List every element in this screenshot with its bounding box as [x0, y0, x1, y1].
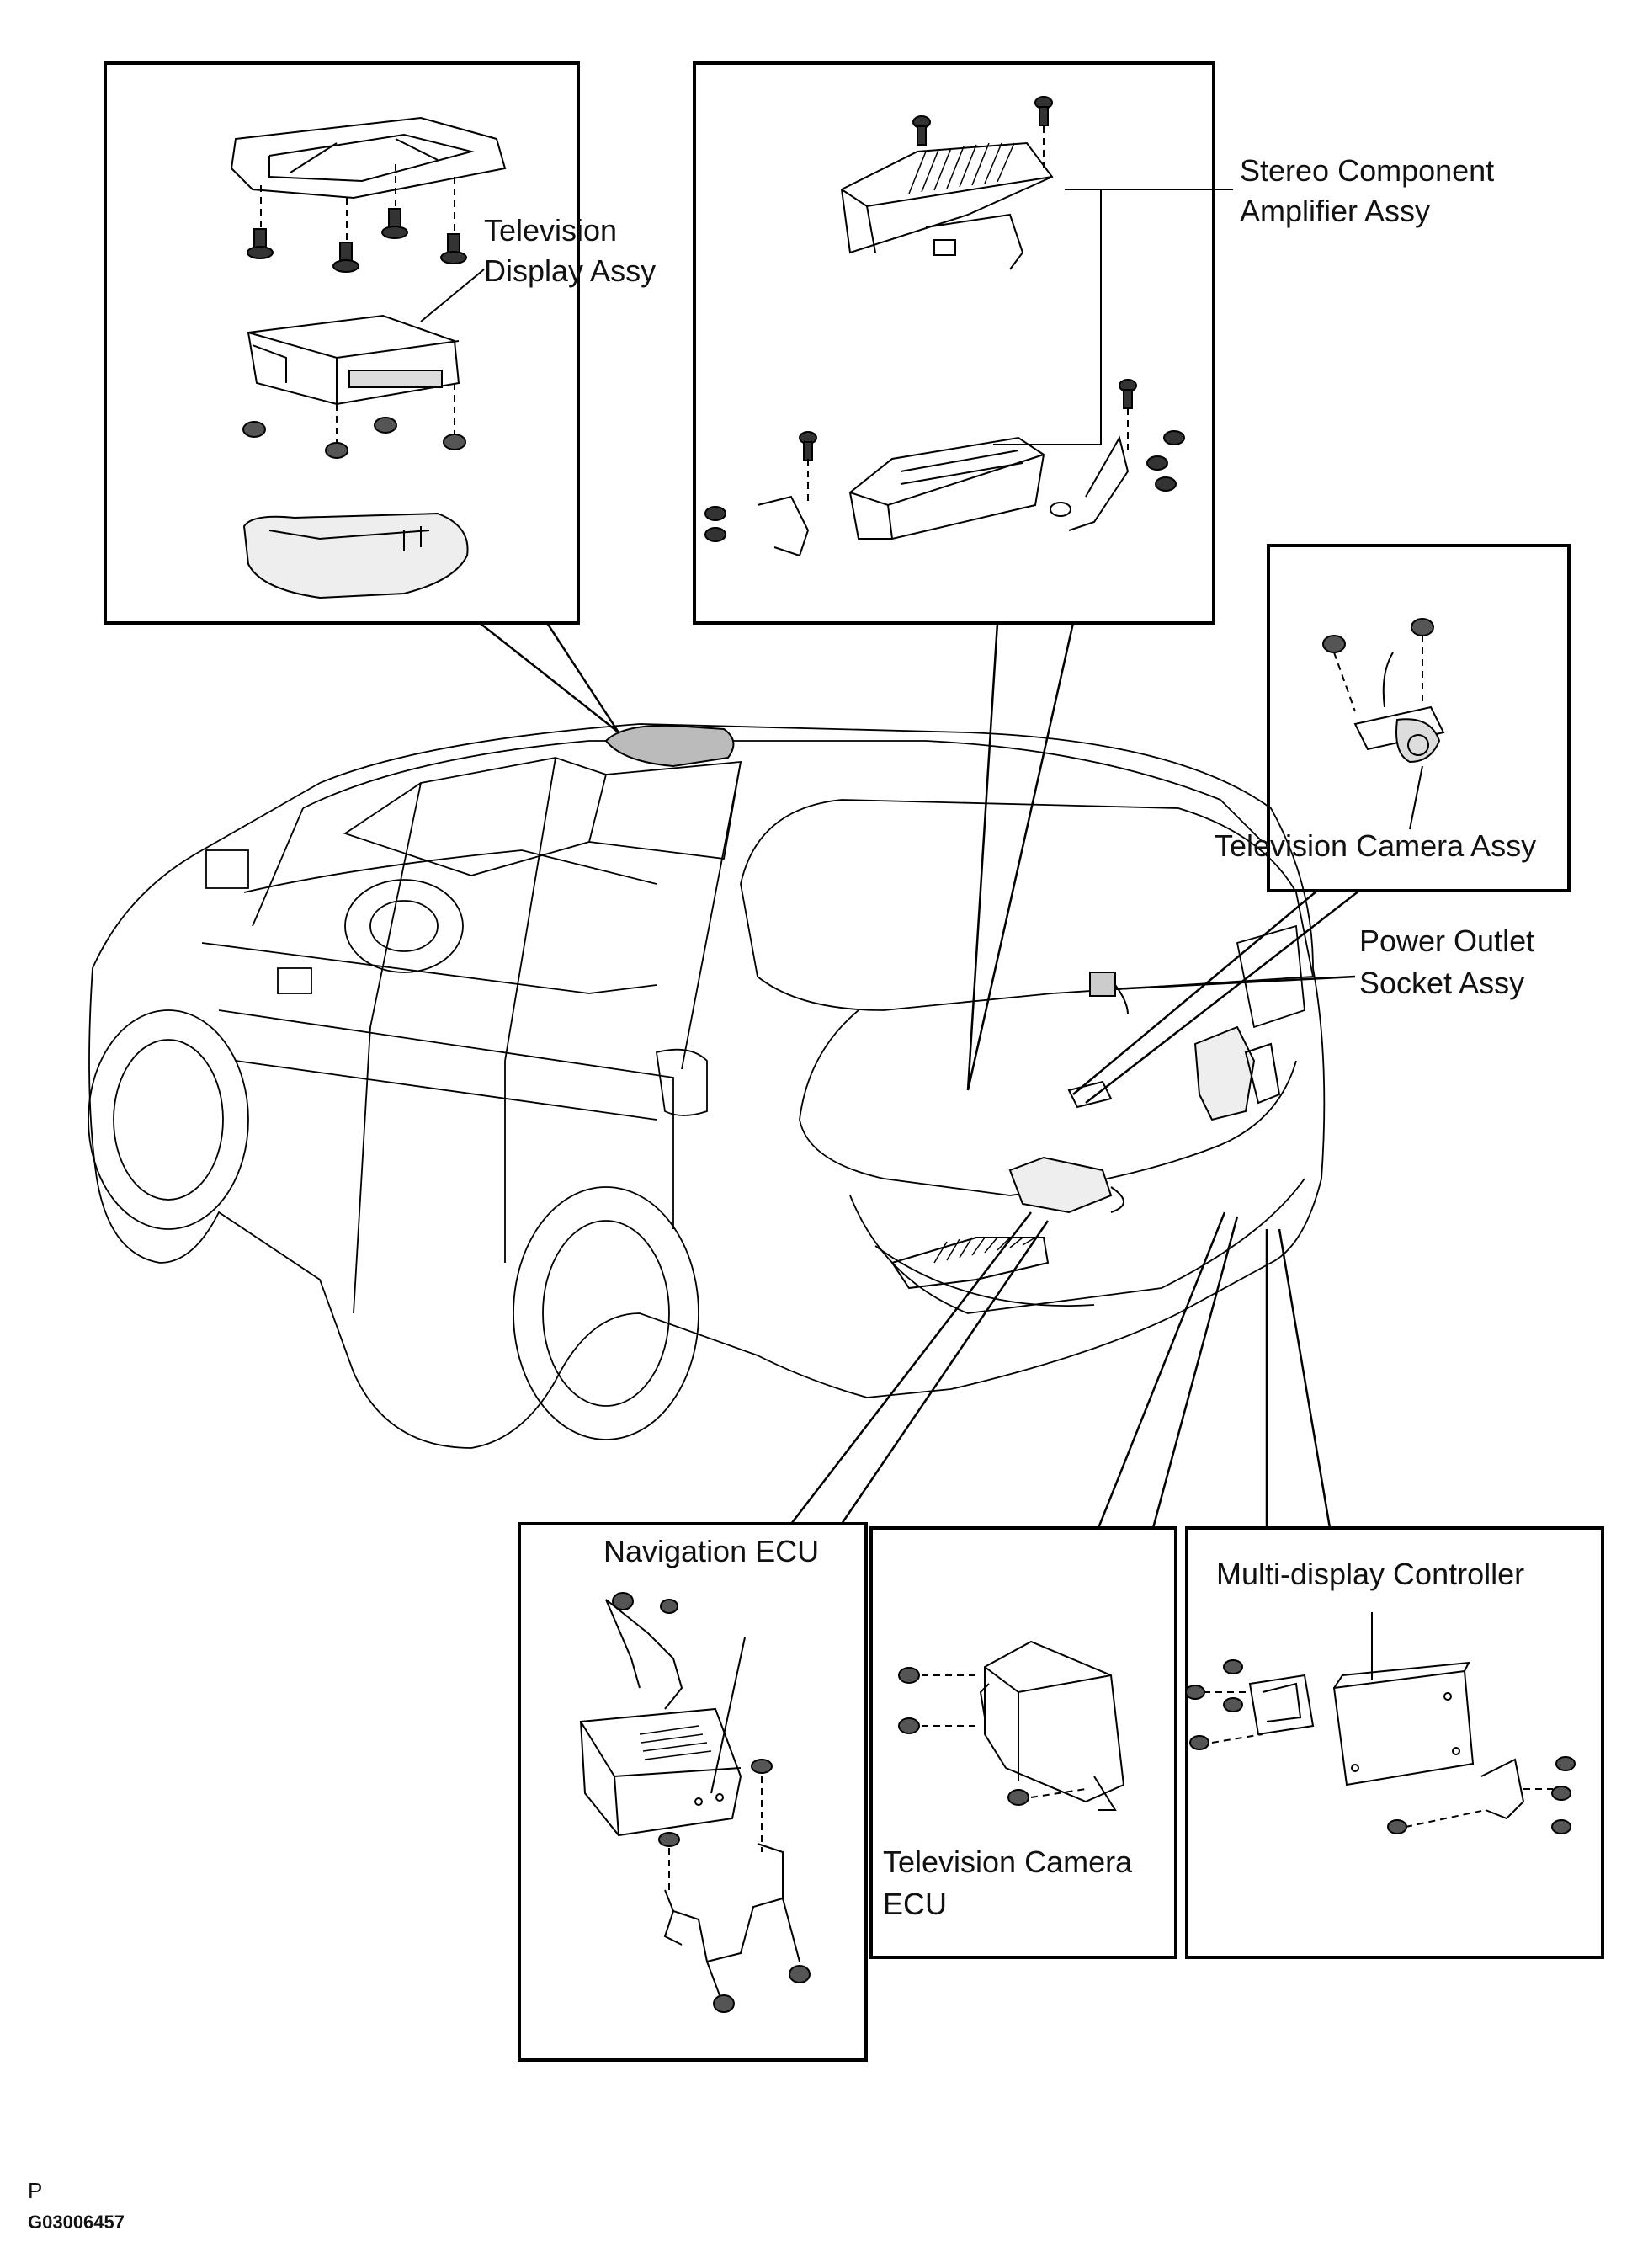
label-stereo-line2: Amplifier Assy — [1240, 194, 1431, 228]
television-display-parts — [230, 116, 507, 599]
stereo-amplifier-parts — [704, 96, 1185, 557]
vehicle-ecu-group — [1193, 1025, 1281, 1121]
leader-lines — [420, 189, 1423, 1794]
panel-television-display — [104, 61, 580, 625]
panel-multi-display-controller — [1185, 1526, 1604, 1959]
footer-mark: P — [28, 2178, 43, 2203]
label-television-display-line1: Television — [484, 213, 618, 248]
label-multi-display-controller: Multi-display Controller — [1216, 1557, 1525, 1591]
television-camera-ecu-parts — [898, 1640, 1125, 1811]
multi-display-controller-parts — [1185, 1659, 1576, 1834]
label-navigation-ecu: Navigation ECU — [603, 1534, 820, 1568]
vehicle-navigation-ecu — [1008, 1156, 1124, 1214]
label-power-outlet-line1: Power Outlet — [1359, 924, 1535, 958]
label-television-display-line2: Display Assy — [484, 253, 657, 288]
roof-display-unit — [604, 724, 735, 768]
panel-navigation-ecu — [518, 1522, 868, 2062]
label-power-outlet-line2: Socket Assy — [1359, 966, 1525, 1000]
vehicle-amplifier — [890, 1237, 1050, 1290]
navigation-ecu-parts — [579, 1592, 811, 2013]
vehicle-camera — [1067, 1080, 1113, 1109]
label-television-camera-ecu-line2: ECU — [883, 1887, 948, 1921]
panel-stereo-amplifier — [693, 61, 1215, 625]
label-stereo-line1: Stereo Component — [1240, 153, 1495, 188]
television-camera-parts — [1322, 618, 1445, 764]
label-television-camera-assy: Television Camera Assy — [1215, 828, 1537, 863]
vehicle-outline — [88, 723, 1326, 1449]
panel-television-camera — [1267, 544, 1571, 892]
vehicle-power-outlet — [1089, 972, 1129, 1015]
label-television-camera-ecu-line1: Television Camera — [883, 1845, 1133, 1879]
figure-code: G03006457 — [28, 2212, 125, 2233]
panel-television-camera-ecu — [869, 1526, 1177, 1959]
